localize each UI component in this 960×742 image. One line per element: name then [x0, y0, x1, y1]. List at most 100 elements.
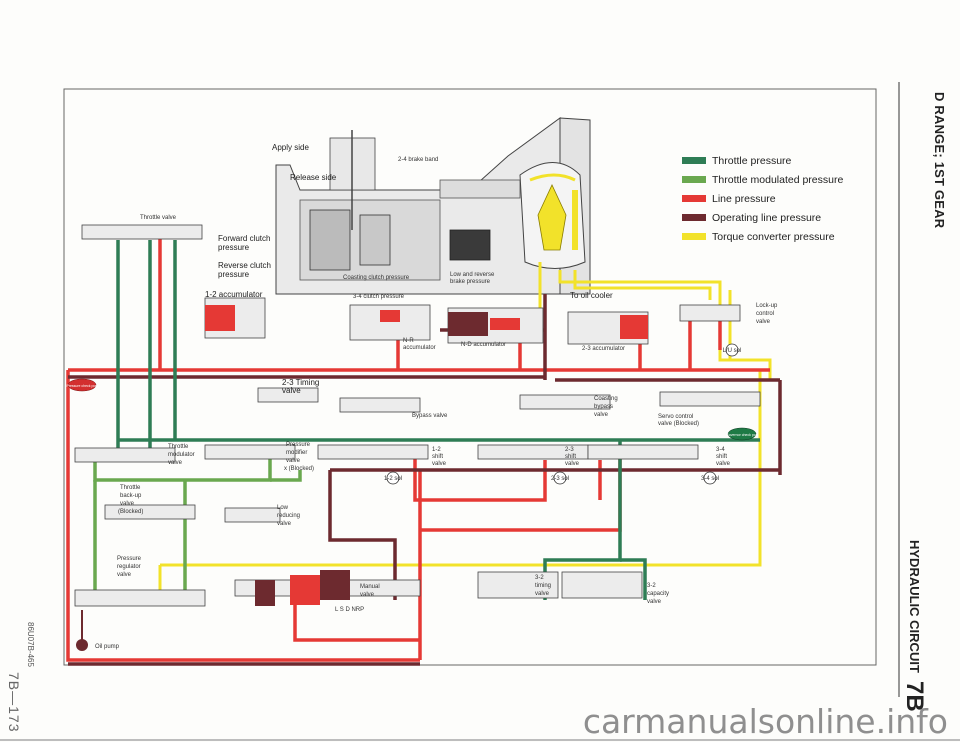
low-reducing-label: Low	[277, 505, 289, 511]
governor-check-label: Governor check port	[726, 433, 758, 437]
timing-32-label-3: valve	[535, 591, 550, 597]
bypass-valve-label: Bypass valve	[412, 413, 448, 419]
throttle-pressure-lines	[116, 240, 760, 600]
backup-valve-label: Throttle	[120, 485, 141, 491]
bypass-valve-body	[339, 397, 421, 413]
legend-swatch	[682, 157, 706, 164]
nd-accum-fill	[490, 318, 520, 330]
nd-accumulator-label: N-D accumulator	[461, 342, 506, 348]
nr-accumulator-label-2: accumulator	[403, 345, 436, 351]
solenoid-12-icon	[386, 471, 400, 485]
nr-accumulator-label: N-R	[403, 338, 414, 344]
forward-clutch-label: Forward clutch	[218, 234, 270, 243]
servo-valve-body	[659, 391, 761, 407]
manual-valve-label: Manual	[360, 584, 380, 590]
reverse-clutch-label-2: pressure	[218, 270, 250, 279]
forward-clutch-label-2: pressure	[218, 243, 250, 252]
regulator-label: Pressure	[117, 556, 142, 562]
lockup-valve-body	[679, 304, 741, 322]
coasting-bypass-body	[519, 394, 611, 410]
governor-check-port-icon	[727, 427, 757, 441]
lockup-solenoid-icon	[725, 343, 739, 357]
accum-23-fill	[620, 315, 648, 339]
sol-23-label: 2-3 sol	[551, 476, 569, 482]
legend-label: Operating line pressure	[712, 212, 821, 224]
shift-12-label-2: shift	[432, 454, 443, 460]
coasting-bypass-label: Coasting	[594, 396, 618, 402]
backup-valve-body	[104, 504, 196, 520]
low-reducing-label-2: reducing	[277, 513, 300, 519]
accumulator-23-label: 2-3 accumulator	[582, 346, 625, 352]
legend-swatch	[682, 195, 706, 202]
section-code: 7B	[901, 680, 928, 712]
figure-code: 86U07B-465	[26, 622, 35, 667]
oil-pump-label: Oil pump	[95, 644, 120, 650]
pressure-modifier-label-3: valve	[286, 458, 301, 464]
legend-label: Throttle pressure	[712, 155, 792, 167]
regulator-body	[74, 589, 206, 607]
shift-23-label-2: shift	[565, 454, 576, 460]
lockup-label-3: valve	[756, 319, 771, 325]
accum-12-fill	[205, 305, 235, 331]
throttle-valve-body	[81, 224, 203, 240]
accumulator-12-label: 1-2 accumulator	[205, 290, 263, 299]
pressure-check-label: Pressure check port	[66, 384, 97, 388]
page-title: D RANGE; 1ST GEAR	[932, 92, 947, 229]
clutch-34-label: 3-4 clutch pressure	[353, 294, 405, 300]
section-title: HYDRAULIC CIRCUIT 7B	[900, 540, 928, 712]
legend-label: Torque converter pressure	[712, 231, 835, 243]
pressure-modifier-label: Pressure	[286, 442, 311, 448]
coasting-clutch-label: Coasting clutch pressure	[343, 275, 410, 281]
legend-swatch	[682, 214, 706, 221]
regulator-label-3: valve	[117, 572, 132, 578]
throttle-modulated-lines	[93, 455, 302, 600]
page-number: 7B—173	[6, 672, 22, 733]
legend-swatch	[682, 176, 706, 183]
capacity-32-label: 3-2	[647, 583, 656, 589]
lockup-sol-label: L/U sol	[723, 348, 742, 354]
pressure-modifier-label-4: x (Blocked)	[284, 466, 314, 472]
shift-12-label-3: valve	[432, 461, 447, 467]
sol-34-label: 3-4 sol	[701, 476, 719, 482]
low-reverse-label-2: brake pressure	[450, 279, 491, 285]
manual-fill-dark	[320, 570, 350, 600]
regulator-fill	[255, 580, 275, 606]
capacity-32-label-3: valve	[647, 599, 662, 605]
shift-23-label: 2-3	[565, 447, 574, 453]
timing-23-label-2: valve	[282, 386, 301, 395]
solenoid-34-icon	[703, 471, 717, 485]
pressure-modifier-body	[204, 444, 296, 460]
servo-label: Servo control	[658, 414, 693, 420]
reverse-clutch-label: Reverse clutch	[218, 261, 271, 270]
timing-23-body	[257, 387, 319, 403]
solenoid-23-icon	[553, 471, 567, 485]
dark-drum	[449, 229, 491, 261]
legend-label: Throttle modulated pressure	[712, 174, 843, 186]
throttle-modulator-label-2: modulator	[168, 452, 195, 458]
pressure-modifier-label-2: modifier	[286, 450, 307, 456]
sol-12-label: 1-2 sol	[384, 476, 402, 482]
solenoids	[386, 343, 739, 485]
timing-32-label: 3-2	[535, 575, 544, 581]
coasting-bypass-label-2: bypass	[594, 404, 613, 410]
shift-23-label-3: valve	[565, 461, 580, 467]
manual-fill	[290, 575, 320, 605]
brake-band-label: 2-4 brake band	[398, 157, 438, 163]
servo-label-2: valve (Blocked)	[658, 421, 699, 427]
coasting-bypass-label-3: valve	[594, 412, 609, 418]
pressure-check-port-icon	[67, 378, 97, 392]
timing-23-label: 2-3 Timing	[282, 378, 319, 387]
manual-positions-label: L S D NRP	[335, 607, 364, 613]
release-side-label: Release side	[290, 173, 337, 182]
throttle-modulator-label-3: valve	[168, 460, 183, 466]
apply-side-label: Apply side	[272, 143, 309, 152]
figure-frame	[63, 88, 877, 666]
manual-valve-label-2: valve	[360, 592, 375, 598]
backup-valve-label-3: valve	[120, 501, 135, 507]
shift-12-label: 1-2	[432, 447, 441, 453]
section-label: HYDRAULIC CIRCUIT	[907, 540, 922, 673]
throttle-modulator-label: Throttle	[168, 444, 189, 450]
watermark: carmanualsonline.info	[582, 702, 948, 741]
